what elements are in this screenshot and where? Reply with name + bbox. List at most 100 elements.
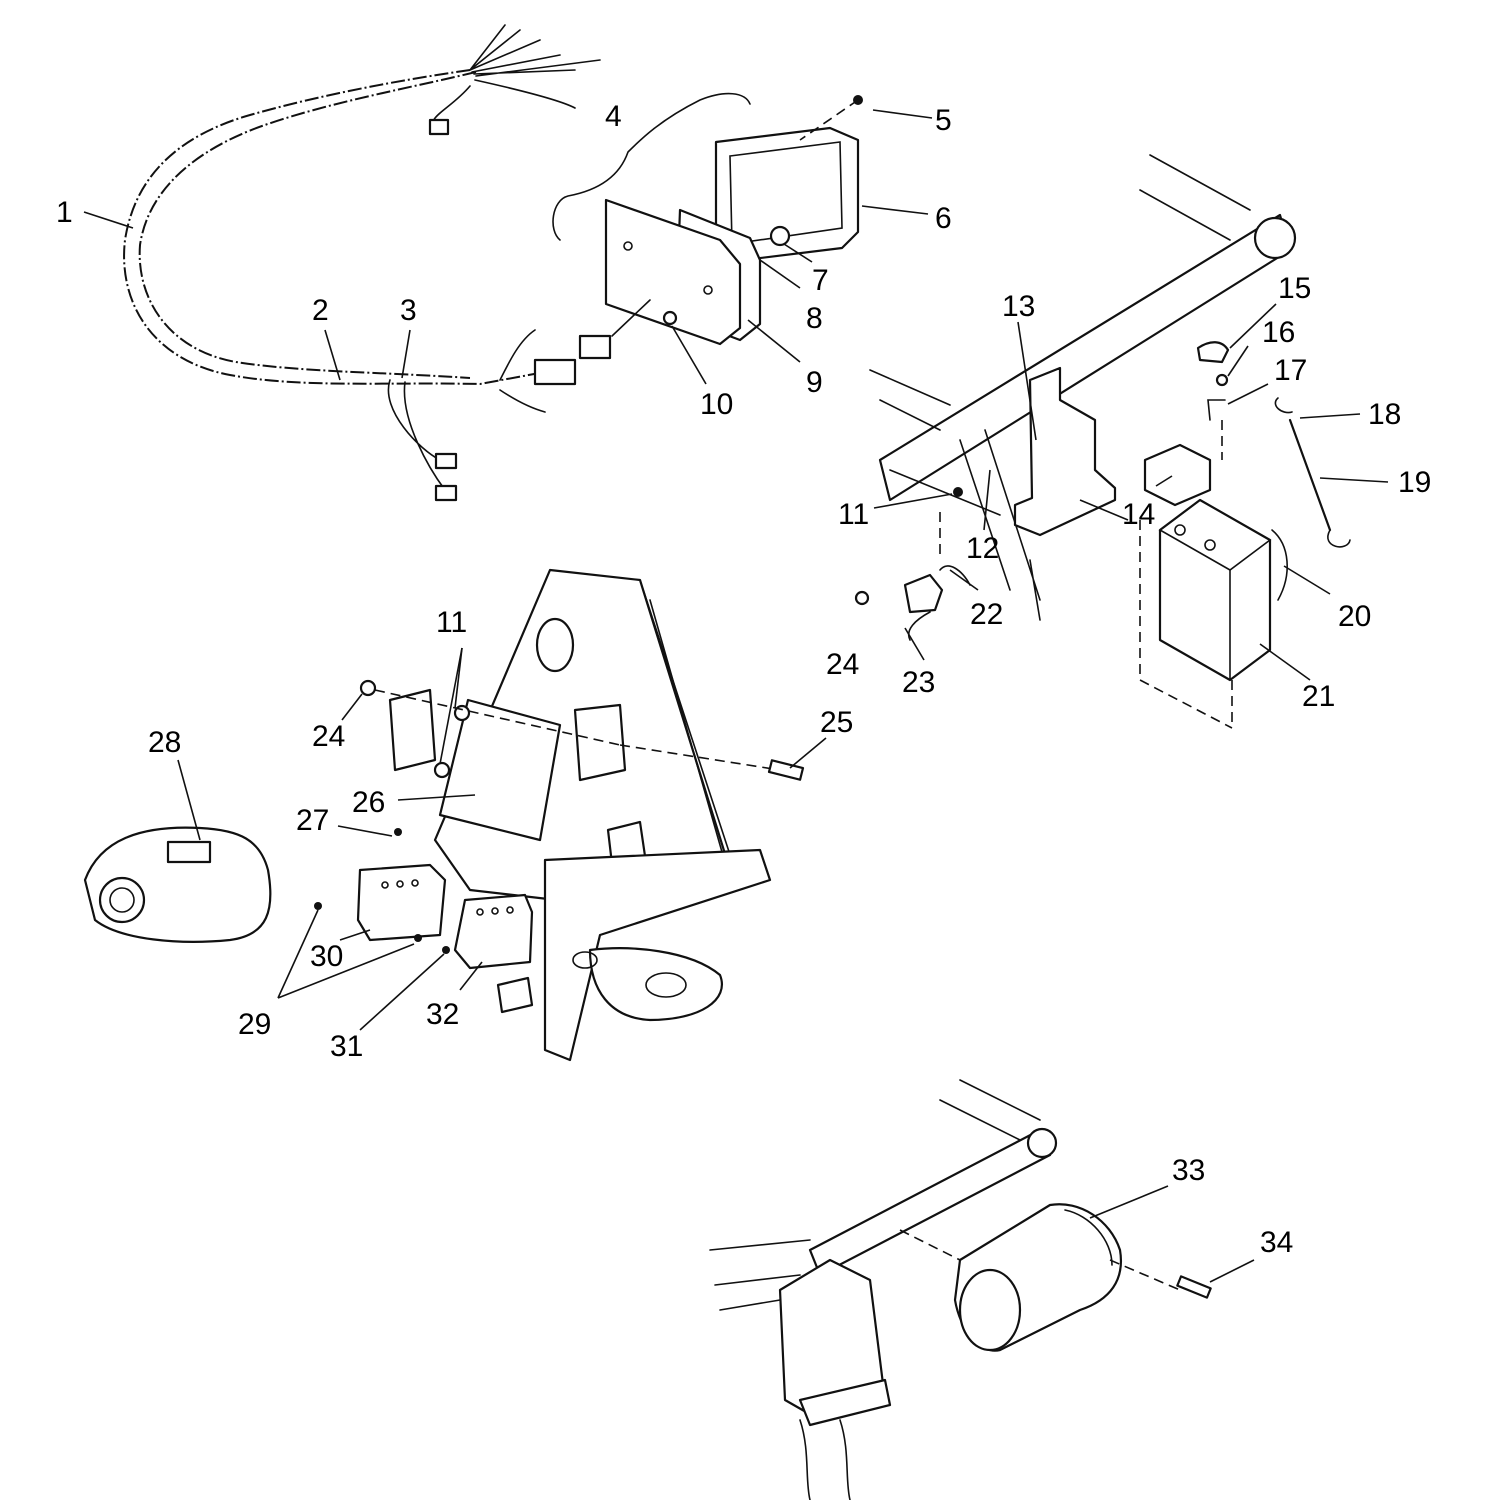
screw-29-a — [314, 902, 322, 910]
cable-end-18 — [1274, 397, 1293, 414]
regulator-32 — [453, 893, 534, 970]
leader-14b — [1079, 499, 1129, 521]
leader-17 — [1227, 383, 1269, 405]
leader-14 — [1155, 475, 1173, 487]
harness-connector-lower-b — [434, 484, 458, 502]
battery-box-base — [798, 1378, 892, 1427]
frame-rail-lower — [939, 1079, 1041, 1141]
callout-16: 16 — [1262, 316, 1295, 349]
leader-6 — [861, 205, 929, 215]
leader-29-a — [277, 909, 319, 999]
frame-legs-lower — [799, 1419, 851, 1500]
plate-opening — [535, 617, 575, 673]
leader-29-b — [277, 943, 415, 999]
strap-19 — [1288, 418, 1332, 532]
callout-3: 3 — [400, 294, 417, 327]
bracket-4 — [552, 92, 751, 241]
leader-34 — [1209, 1259, 1255, 1283]
callout-4: 4 — [605, 100, 622, 133]
callout-28: 28 — [148, 726, 181, 759]
callout-21: 21 — [1302, 680, 1335, 713]
callout-11-right: 11 — [838, 498, 869, 531]
callout-31: 31 — [330, 1030, 363, 1063]
harness-connector-top — [428, 118, 450, 136]
bolt-16 — [1215, 373, 1229, 387]
leader-5 — [872, 109, 933, 119]
cdi-box-30 — [356, 863, 447, 942]
harness-plug-mate — [578, 334, 612, 360]
screw-31 — [442, 946, 450, 954]
callout-29: 29 — [238, 1008, 271, 1041]
callout-24-left: 24 — [312, 720, 345, 753]
callout-11-left: 11 — [436, 606, 467, 639]
callout-7: 7 — [812, 264, 829, 297]
wiring-harness — [83, 24, 612, 502]
leader-8 — [759, 259, 801, 289]
callout-17: 17 — [1274, 354, 1307, 387]
screw-27 — [394, 828, 402, 836]
leader-24-left — [341, 693, 363, 721]
leader-15 — [1229, 303, 1277, 349]
callout-8: 8 — [806, 302, 823, 335]
callout-14: 14 — [1122, 498, 1155, 531]
callout-15: 15 — [1278, 272, 1311, 305]
callout-34: 34 — [1260, 1226, 1293, 1259]
leader-21 — [1259, 643, 1311, 681]
callout-33: 33 — [1172, 1154, 1205, 1187]
leader-12 — [983, 469, 991, 531]
callout-26: 26 — [352, 786, 385, 819]
bulb-7 — [769, 225, 791, 247]
harness-plug — [533, 358, 577, 386]
nut-24-left — [359, 679, 377, 697]
callout-labels: 1 2 3 4 5 6 7 8 9 10 11 11 12 13 14 15 1… — [56, 100, 1431, 1259]
leader-10 — [671, 325, 707, 385]
leader-18 — [1299, 413, 1361, 419]
callout-6: 6 — [935, 202, 952, 235]
callout-30: 30 — [310, 940, 343, 973]
callout-5: 5 — [935, 104, 952, 137]
leader-20 — [1283, 565, 1331, 595]
screw-29-b — [414, 934, 422, 942]
callout-2: 2 — [312, 294, 329, 327]
leader-27 — [337, 825, 393, 837]
ignition-coil — [388, 688, 437, 772]
callout-13: 13 — [1002, 290, 1035, 323]
nut-24-right — [854, 590, 870, 606]
callout-22: 22 — [970, 598, 1003, 631]
leader-1 — [83, 211, 134, 229]
tail-light-assembly — [552, 92, 933, 385]
callout-25: 25 — [820, 706, 853, 739]
callout-18: 18 — [1368, 398, 1401, 431]
leader-30 — [339, 929, 371, 941]
frame-block — [496, 976, 534, 1014]
frame-rail-upper — [1139, 154, 1251, 241]
starter-assembly — [709, 1079, 1255, 1500]
nut-11-left-b — [433, 761, 451, 779]
leader-11-right — [873, 493, 953, 509]
frame-mount-boss — [588, 947, 723, 1022]
leader-7 — [783, 243, 813, 263]
nut-11-right — [953, 487, 963, 497]
leader-3 — [401, 329, 411, 379]
frame-base — [543, 848, 772, 1062]
harness-connector-lower-a — [434, 452, 458, 470]
callout-12: 12 — [966, 532, 999, 565]
switch-22 — [903, 573, 944, 614]
cdi-decal-26 — [438, 698, 562, 842]
leader-28 — [177, 759, 201, 841]
leader-31 — [359, 953, 445, 1031]
callout-24-right: 24 — [826, 648, 859, 681]
leader-32 — [459, 961, 483, 991]
battery-bracket-13 — [1013, 366, 1117, 537]
callout-10: 10 — [700, 388, 733, 421]
bolt-34 — [1176, 1275, 1212, 1299]
console-plate-assembly — [83, 568, 827, 1062]
callout-23: 23 — [902, 666, 935, 699]
leader-16 — [1227, 345, 1249, 377]
callout-32: 32 — [426, 998, 459, 1031]
nut-17 — [1207, 399, 1226, 421]
callout-19: 19 — [1398, 466, 1431, 499]
leader-13 — [1017, 321, 1037, 441]
frame-rails-lower — [709, 1239, 811, 1311]
